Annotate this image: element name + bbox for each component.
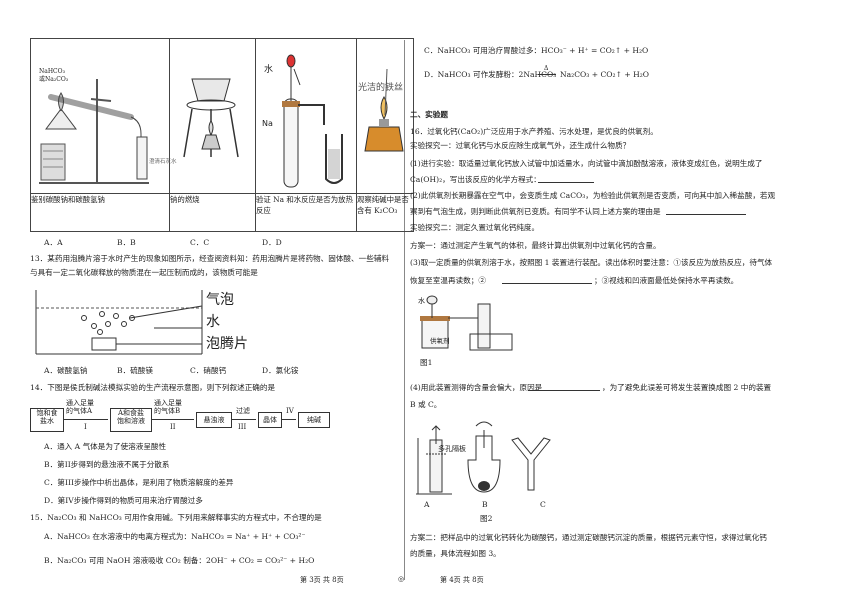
q15-stem: 15．Na₂CO₃ 和 NaHCO₃ 可用作食用碱。下列用来解释事实的方程式中，…	[30, 513, 322, 522]
q14-option-b: B．第II步得到的悬浊液不属于分散系	[44, 460, 170, 469]
footer-right-page: 第 4页 共 8页	[440, 576, 484, 584]
flow-box-brine: 饱和食盐水	[30, 408, 64, 432]
q16-line-2: 实验探究一：过氧化钙与水反应除生成氧气外，还生成什么物质？	[410, 141, 631, 150]
answer-blank-1[interactable]	[538, 182, 594, 183]
effervescent-figure	[35, 290, 203, 355]
fig2-caption: 图2	[480, 514, 493, 523]
q16-line-11b: ，为了避免此误差可将发生装置换成图 2 中的装置	[602, 383, 772, 392]
flow-step-1: I	[84, 423, 87, 431]
q16-line-10b: ；③视线和凹液面最低处保持水平再读数。	[594, 276, 739, 285]
flow-box-a-brine: A和食盐饱和溶液	[110, 408, 152, 432]
q12-option-a: A．A	[44, 238, 63, 247]
q16-line-1: 16．过氧化钙(CaO₂)广泛应用于水产养殖、污水处理，是优良的供氧剂。	[410, 127, 658, 136]
flow-box-suspension: 悬浊液	[196, 412, 232, 428]
q16-line-6: 察到有气泡生成，则判断此供氧剂已变质。有同学不认同上述方案的理由是	[410, 207, 661, 216]
footer-left-page: 第 3页 共 8页	[300, 576, 344, 584]
q16-line-5: (2)此供氧剂长期暴露在空气中，会变质生成 CaCO₃，为检验此供氧剂是否变质，…	[410, 191, 776, 200]
label-na: Na	[262, 119, 273, 128]
flow-step-3: III	[238, 423, 247, 431]
fig1-caption: 图1	[420, 358, 433, 367]
caption-1: 鉴别碳酸钠和碳酸氢钠	[30, 193, 170, 232]
caption-4: 观察纯碱中是否含有 K₂CO₃	[356, 193, 414, 232]
answer-blank-3[interactable]	[502, 283, 592, 284]
fig1-label-agent: 供氧剂	[430, 337, 450, 345]
label-na2co3: 或Na₂CO₃	[39, 76, 69, 83]
q13-stem-1: 13．某药用泡腾片溶于水时产生的现象如图所示，经查阅资料知：药用泡腾片是将药物、…	[30, 254, 389, 263]
caption-3: 验证 Na 和水反应是否为放热反应	[255, 193, 357, 232]
alcohol-lamp-figure	[364, 68, 404, 152]
fig2-label-plate: 多孔隔板	[438, 445, 466, 453]
q13-option-c: C．硝酸钙	[190, 366, 227, 375]
q14-stem: 14．下图是侯氏制碱法模拟实验的生产流程示意图，则下列叙述正确的是	[30, 383, 276, 392]
flow-arrow-1	[64, 419, 108, 420]
flow-arrow3-label: 过滤	[236, 407, 250, 415]
answer-blank-4[interactable]	[528, 390, 600, 391]
q16-line-10: 恢复至室温再读数；②	[410, 276, 486, 285]
na-water-figure	[282, 54, 343, 188]
flow-step-4: IV	[286, 407, 294, 415]
label-limewater: 澄清石灰水	[149, 159, 177, 165]
figure-1-apparatus	[420, 295, 513, 351]
cell-heating-apparatus: NaHCO₃ 或Na₂CO₃ 澄清石灰水	[30, 38, 177, 194]
label-water: 水	[264, 65, 274, 75]
label-tablet: 泡腾片	[206, 336, 248, 352]
heat-arrow	[538, 74, 556, 75]
label-iron-wire: 光洁的铁丝	[358, 83, 404, 93]
q16-line-8: 方案一：通过测定产生氧气的体积，最终计算出供氧剂中过氧化钙的含量。	[410, 241, 661, 250]
q13-stem-2: 与具有一定二氧化碳释放的物质混在一起压制而成的，该物质可能是	[30, 268, 258, 277]
fig1-label-water: 水	[418, 297, 425, 305]
footer-separator: ◎	[398, 575, 405, 583]
delta-sign: Δ	[544, 65, 549, 72]
q16-line-14: 的质量，具体流程如图 3。	[410, 549, 501, 558]
flow-arrow-3	[232, 419, 256, 420]
answer-blank-2[interactable]	[666, 214, 746, 215]
experiment-table: NaHCO₃ 或Na₂CO₃ 澄清石灰水	[30, 38, 414, 232]
heating-apparatus-figure	[39, 79, 149, 184]
label-bubble: 气泡	[206, 292, 234, 308]
q14-option-d: D．第IV步操作得到的物质可用来治疗胃酸过多	[44, 496, 203, 505]
flow-arrow1-label2: 的气体A	[66, 407, 93, 415]
label-water-2: 水	[206, 314, 220, 330]
q15-option-a: A．NaHCO₃ 在水溶液中的电离方程式为：NaHCO₃ = Na⁺ + H⁺ …	[44, 532, 306, 541]
q16-line-13: 方案二：把样品中的过氧化钙转化为碳酸钙，通过测定碳酸钙沉淀的质量，根据钙元素守恒…	[410, 533, 767, 542]
flow-box-soda: 纯碱	[298, 412, 330, 428]
q15-option-d-pre: D．NaHCO₃ 可作发酵粉：2NaHCO₃	[424, 70, 557, 79]
fig2-label-c: C	[540, 500, 546, 509]
q15-option-c: C．NaHCO₃ 可用治疗胃酸过多：HCO₃⁻ + H⁺ = CO₂↑ + H₂…	[424, 46, 649, 55]
figure-2-apparatus	[416, 421, 551, 495]
q16-line-4: Ca(OH)₂，写出该反应的化学方程式：	[410, 175, 541, 184]
flow-arrow2-label2: 的气体B	[154, 407, 181, 415]
label-nahco3: NaHCO₃	[39, 68, 65, 75]
q16-line-3: (1)进行实验：取适量过氧化钙放入试管中加适量水，向试管中滴加酚酞溶液，液体变成…	[410, 159, 763, 168]
q14-option-c: C．第III步操作中析出晶体，是利用了物质溶解度的差异	[44, 478, 234, 487]
cell-sodium-burning	[169, 38, 256, 194]
q15-option-d-post: Na₂CO₃ + CO₂↑ + H₂O	[560, 70, 650, 79]
q16-line-11: (4)用此装置测得的含量会偏大，原因是	[410, 383, 543, 392]
flow-step-2: II	[170, 423, 176, 431]
q12-option-c: C．C	[190, 238, 210, 247]
q15-option-b: B．Na₂CO₃ 可用 NaOH 溶液吸收 CO₂ 制备：2OH⁻ + CO₂ …	[44, 556, 315, 565]
crucible-tripod-figure	[183, 78, 239, 158]
q14-option-a: A．通入 A 气体是为了使溶液呈酸性	[44, 442, 167, 451]
caption-2: 钠的燃烧	[169, 193, 256, 232]
fig2-label-b: B	[482, 500, 488, 509]
flow-box-crystal: 晶体	[258, 412, 282, 428]
cell-flame-test: 光洁的铁丝	[356, 38, 414, 194]
flow-arrow-4	[282, 419, 296, 420]
column-divider	[404, 40, 405, 580]
q16-line-12: B 或 C。	[410, 400, 442, 409]
q12-option-b: B．B	[117, 238, 136, 247]
flow-arrow1-label1: 通入足量	[66, 399, 94, 407]
cell-na-water: 水 Na	[255, 38, 357, 194]
flow-arrow-2	[152, 419, 194, 420]
fig2-label-a: A	[424, 500, 430, 509]
flow-arrow2-label1: 通入足量	[154, 399, 182, 407]
q13-option-d: D．氯化铵	[262, 366, 299, 375]
q13-option-a: A．碳酸氢钠	[44, 366, 88, 375]
section-heading: 二、实验题	[410, 110, 448, 119]
q13-option-b: B．硫酸镁	[117, 366, 153, 375]
q12-option-d: D．D	[262, 238, 282, 247]
q16-line-7: 实验探究二：测定久置过氧化钙纯度。	[410, 223, 540, 232]
q16-line-9: (3)取一定质量的供氧剂溶于水，按照图 1 装置进行装配。读出体积时要注意：①该…	[410, 258, 773, 267]
